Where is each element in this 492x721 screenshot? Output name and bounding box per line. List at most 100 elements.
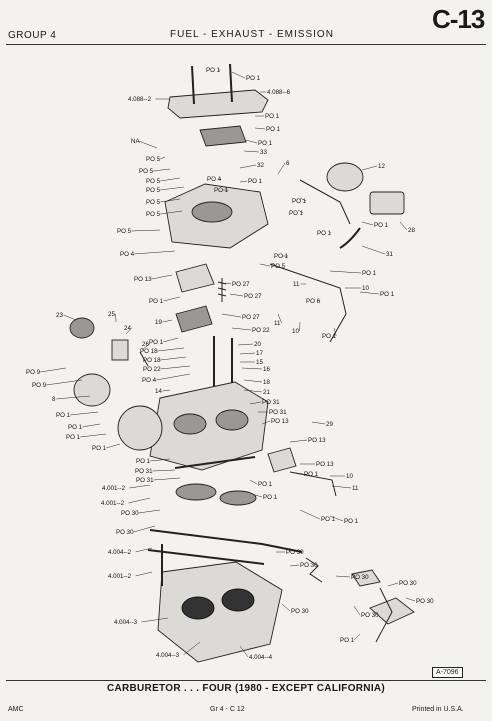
leader-line — [160, 177, 181, 182]
leader-line — [229, 293, 244, 297]
leader-line — [243, 379, 263, 383]
part-callout-label: 11 — [274, 320, 281, 327]
leader-line — [221, 313, 242, 318]
part-callout-label: PO 1 — [374, 222, 389, 229]
leader-line — [387, 582, 399, 587]
leader-line — [106, 443, 121, 449]
part-callout-label: PO 1 — [289, 210, 304, 217]
part-callout-label: PO 18 — [140, 348, 158, 355]
leader-line — [224, 282, 232, 285]
leader-line — [239, 645, 249, 658]
part-callout-label: PO 30 — [361, 612, 379, 619]
leader-line — [281, 603, 291, 612]
throttle-return-spring — [305, 557, 323, 583]
throttle-bore-right — [221, 588, 255, 612]
part-callout-label: 10 — [346, 473, 353, 480]
part-callout-label: 15 — [256, 359, 263, 366]
part-callout-label: PO 1 — [246, 75, 261, 82]
part-callout-label: PO 1 — [92, 445, 107, 452]
part-callout-label: PO 5 — [146, 156, 161, 163]
leader-line — [160, 156, 166, 160]
part-callout-label: PO 1 — [317, 230, 332, 237]
illustration-reference: A-7096 — [432, 667, 463, 678]
part-callout-label: PO 30 — [351, 574, 369, 581]
leader-line — [151, 274, 173, 280]
leader-line — [141, 343, 150, 351]
throttle-bore-left — [181, 596, 215, 620]
part-callout-label: PO 18 — [143, 357, 161, 364]
part-callout-label: PO 1 — [149, 339, 164, 346]
part-callout-label: PO 4 — [207, 176, 222, 183]
part-callout-label: PO 4 — [142, 377, 157, 384]
leader-line — [335, 575, 351, 578]
leader-line — [141, 617, 169, 623]
part-callout-label: PO 1 — [68, 424, 83, 431]
leader-line — [82, 423, 101, 428]
leader-line — [231, 327, 252, 331]
part-callout-label: PO 5 — [146, 199, 161, 206]
leader-line — [40, 367, 67, 373]
part-callout-label: PO 30 — [286, 549, 304, 556]
throttle-shaft — [149, 529, 303, 553]
part-callout-label: PO 30 — [121, 510, 139, 517]
air-horn-gasket — [167, 89, 269, 119]
part-callout-label: PO 1 — [344, 518, 359, 525]
leader-line — [133, 525, 156, 533]
part-callout-label: PO 1 — [274, 253, 289, 260]
part-callout-label: 16 — [263, 366, 270, 373]
part-callout-label: PO 1 — [292, 198, 307, 205]
part-callout-label: 4.088--6 — [267, 89, 291, 96]
leader-line — [329, 515, 344, 522]
part-callout-label: 4.004--4 — [249, 654, 273, 661]
mounting-stud-right — [229, 63, 233, 103]
lever-link — [375, 587, 393, 643]
part-callout-label: PO 1 — [265, 113, 280, 120]
part-callout-label: PO 1 — [206, 67, 221, 74]
leader-line — [329, 231, 332, 234]
part-callout-label: PO 22 — [143, 366, 161, 373]
leader-line — [135, 571, 153, 577]
part-callout-label: PO 1 — [362, 270, 377, 277]
part-callout-label: PO 9 — [32, 382, 47, 389]
part-callout-label: 18 — [263, 379, 270, 386]
leader-line — [138, 509, 161, 514]
leader-line — [80, 433, 107, 438]
part-callout-label: PO 30 — [416, 598, 434, 605]
leader-line — [56, 395, 91, 400]
leader-line — [134, 250, 176, 255]
part-callout-label: 4.001--2 — [102, 485, 126, 492]
inlet-fitting — [111, 339, 129, 361]
leader-line — [361, 221, 374, 226]
part-callout-label: PO 1 — [322, 333, 337, 340]
choke-cover — [73, 373, 111, 407]
throttle-plate-a — [175, 483, 217, 501]
secondary-link — [289, 471, 337, 497]
choke-thermostat-housing — [117, 405, 163, 451]
part-callout-label: 4.004--2 — [108, 549, 132, 556]
part-callout-label: 17 — [256, 350, 263, 357]
vacuum-hose — [339, 227, 361, 249]
throttle-rod — [269, 263, 347, 343]
footer-printed: Printed in U.S.A. — [412, 706, 464, 713]
throttle-body — [157, 561, 283, 663]
part-callout-label: PO 30 — [399, 580, 417, 587]
leader-line — [163, 337, 179, 343]
leader-line — [317, 299, 321, 302]
part-callout-label: PO 31 — [135, 468, 153, 475]
leader-line — [361, 165, 378, 171]
leader-line — [46, 379, 83, 386]
leader-line — [333, 327, 337, 337]
throttle-shaft-secondary — [147, 549, 265, 565]
part-callout-label: 10 — [362, 285, 369, 292]
part-callout-label: 31 — [386, 251, 393, 258]
part-callout-label: 10 — [292, 328, 299, 335]
leader-line — [289, 471, 304, 475]
leader-line — [128, 497, 151, 504]
leader-line — [311, 421, 326, 425]
leader-line — [160, 365, 191, 370]
part-callout-label: PO 1 — [66, 434, 81, 441]
part-callout-label: PO 13 — [316, 461, 334, 468]
part-callout-label: PO 5 — [117, 228, 132, 235]
fuel-filter — [69, 317, 95, 339]
part-callout-label: PO 13 — [271, 418, 289, 425]
